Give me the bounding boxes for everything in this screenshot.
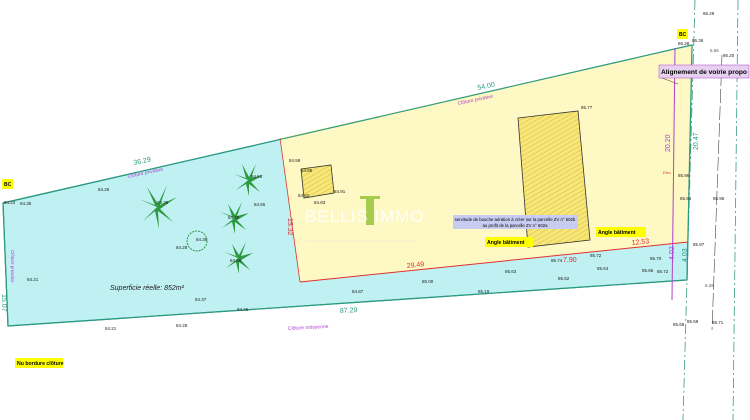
spot-height: 84.35: [20, 201, 32, 206]
spot-height: 84.26: [98, 187, 110, 192]
spot-height: 85.66: [642, 268, 654, 273]
dim-4-02: 4.02: [669, 246, 676, 260]
spot-height: 86.36: [692, 38, 704, 43]
cloture-privative-left: Clôture privative: [10, 250, 15, 283]
spot-heights: 84.23 84.35 84.26 84.36 84.56 84.55 84.48 84.30…: [4, 11, 735, 331]
spot-height: 85.97: [693, 242, 705, 247]
dim-54-00: 54.00: [477, 81, 496, 92]
alignment-label: Alignement de voirie propo: [661, 69, 747, 76]
angle-left-label: Angle bâtiment: [487, 240, 525, 246]
bc-right-badge: [677, 29, 688, 39]
watermark-text: BELLIS IMMO: [305, 207, 425, 226]
spot-height: 84.23: [4, 200, 16, 205]
spot-height: 85.19: [478, 289, 490, 294]
spot-height: 84.21: [105, 326, 117, 331]
spot-height: 84.88: [301, 168, 313, 173]
spot-height: 85.77: [581, 105, 593, 110]
spot-height: 86.20: [723, 53, 735, 58]
bush-icon: [186, 230, 208, 252]
watermark-logo: BELLIS IMMO: [305, 196, 425, 242]
servitude-label-bg: [453, 215, 578, 229]
angle-right-label: Angle bâtiment: [598, 230, 636, 236]
spot-height: 84.21: [27, 277, 39, 282]
spot-height: 85.72: [657, 269, 669, 274]
nu-bordure-label: Nu bordure clôture: [17, 361, 64, 367]
palm-tree-icon: [139, 185, 177, 229]
spot-height: 84.46: [237, 307, 249, 312]
spot-height: 84.56: [251, 174, 263, 179]
servitude-line1: servitude de bouche aération à créer sur…: [455, 217, 576, 222]
nu-bordure-badge: [15, 358, 63, 368]
spot-height: 84.30: [196, 237, 208, 242]
spot-height: 85.59: [687, 319, 699, 324]
spot-height: 85.00: [422, 279, 434, 284]
spot-height: 85.69: [673, 322, 685, 327]
dim-6-26: 6.26: [705, 283, 714, 288]
spot-height: 85.62: [558, 276, 570, 281]
road-edge-line: [732, 0, 739, 420]
bc-left-badge: [2, 179, 13, 189]
angle-left-badge: [485, 237, 533, 247]
bc-right-label: BC: [679, 32, 687, 38]
alignment-line: [671, 47, 676, 301]
surface-label: Superficie réelle: 852m²: [110, 285, 185, 292]
zone-left-boundary: [279, 137, 301, 283]
spot-height: 84.58: [230, 258, 242, 263]
dim-5-66: 5.66: [710, 48, 719, 53]
bc-left-label: BC: [4, 182, 12, 188]
dim-12-53: 12.53: [631, 238, 649, 247]
spot-height: 84.55: [254, 202, 266, 207]
spot-height: 85.95: [713, 196, 725, 201]
road-axis-line: [682, 0, 696, 420]
elec-label: Elec: [663, 170, 671, 175]
alignment-leader-line: [661, 77, 679, 85]
cloture-mitoyenne: Clôture mitoyenne: [288, 324, 329, 332]
palm-tree-icon: [224, 242, 253, 274]
spot-height: 85.64: [597, 266, 609, 271]
spot-height: 85.93: [680, 196, 692, 201]
spot-height: 85.74: [551, 258, 563, 263]
dim-20-47: 20.47: [693, 132, 700, 150]
spot-height: 86.28: [678, 41, 690, 46]
palm-tree-icon: [234, 164, 263, 196]
spot-height: 84.28: [176, 323, 188, 328]
dim-29-49: 29.49: [406, 261, 424, 270]
spot-height: 84.87: [352, 289, 364, 294]
spot-height: 84.59: [289, 158, 301, 163]
palm-tree-icon: [220, 202, 249, 234]
palm-trees: [139, 164, 263, 274]
alignment-badge: [658, 64, 750, 79]
spot-height: 85.70: [650, 256, 662, 261]
building-zone: [280, 45, 692, 282]
main-building: [517, 110, 591, 248]
spot-height: 85.63: [505, 269, 517, 274]
zone-bottom-boundary: [299, 241, 689, 283]
dim-7-90: 7.90: [563, 257, 577, 264]
spot-height: 85.71: [712, 320, 724, 325]
spot-height: 84.28: [176, 245, 188, 250]
spot-height: 85.72: [590, 253, 602, 258]
parcel-outline: [2, 44, 693, 327]
spot-height: 84.91: [334, 189, 346, 194]
dim-15-07: 15.07: [0, 294, 7, 312]
dim-36-29: 36.29: [133, 156, 152, 167]
dim-87-29: 87.29: [340, 307, 358, 315]
spot-height: 84.83: [314, 200, 326, 205]
spot-height: 86.29: [703, 11, 715, 16]
spot-height: 84.36: [157, 200, 169, 205]
road-curb-line: [711, 54, 723, 331]
spot-height: 84.37: [195, 297, 207, 302]
angle-right-badge: [596, 227, 646, 237]
servitude-line2: au profit de la parcelle ZV n° 602a: [482, 223, 548, 228]
spot-height: 84.48: [228, 215, 240, 220]
shed-building: [300, 164, 335, 199]
dim-4-03: 4.03: [682, 248, 689, 262]
spot-height: 84.62: [298, 193, 310, 198]
spot-height: 85.96: [678, 173, 690, 178]
dim-15-32: 15.32: [286, 218, 293, 236]
dim-20-20: 20.20: [665, 134, 672, 152]
